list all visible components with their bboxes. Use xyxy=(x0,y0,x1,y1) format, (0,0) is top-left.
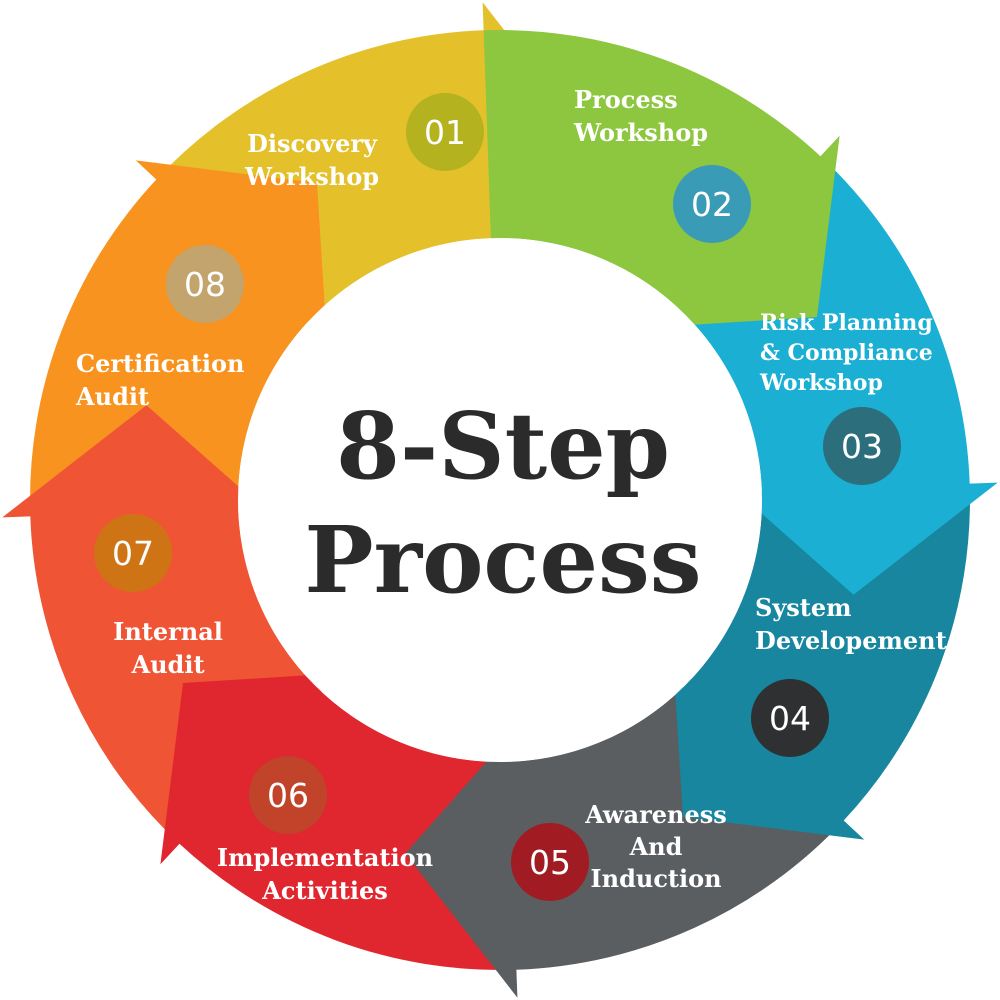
step-04-label-line-2: Developement xyxy=(755,626,947,655)
step-05-number: 05 xyxy=(529,843,571,882)
step-08-number: 08 xyxy=(184,265,226,304)
step-02-label-line-1: Process xyxy=(574,85,678,114)
step-06-badge xyxy=(249,756,327,834)
step-03-arrow xyxy=(673,483,970,840)
step-03-number: 03 xyxy=(841,427,883,466)
step-02-label-line-2: Workshop xyxy=(573,118,708,147)
step-02-number: 02 xyxy=(691,185,733,224)
center-title-line2: Process xyxy=(304,506,701,614)
step-08-label-line-1: Certification xyxy=(76,349,245,378)
step-03-label-line-2: & Compliance xyxy=(760,340,933,366)
step-03-badge xyxy=(823,407,901,485)
step-04-label-line-1: System xyxy=(755,593,852,622)
step-number-badges: 01 02 03 04 05 06 07 08 xyxy=(94,93,901,901)
step-01-label-line-1: Discovery xyxy=(247,129,378,158)
step-08-label-line-2: Audit xyxy=(75,382,149,411)
step-01-badge xyxy=(406,93,484,171)
step-05-arrow xyxy=(160,673,517,970)
step-05-label-line-1: Awareness xyxy=(584,800,727,829)
step-05-badge xyxy=(511,823,589,901)
step-07-badge xyxy=(94,514,172,592)
step-07-label-line-1: Internal xyxy=(113,617,223,646)
center-circle xyxy=(238,238,762,762)
step-04-badge xyxy=(751,679,829,757)
step-02-badge xyxy=(673,165,751,243)
step-06-label-line-2: Activities xyxy=(261,876,387,905)
step-03-label-line-3: Workshop xyxy=(759,370,883,396)
step-03-label-line-1: Risk Planning xyxy=(760,310,933,336)
step-05-label-line-2: And xyxy=(629,832,683,861)
step-01-number: 01 xyxy=(424,113,466,152)
step-06-number: 06 xyxy=(267,776,309,815)
step-06-label-line-1: Implementation xyxy=(217,843,433,872)
step-01-label-line-2: Workshop xyxy=(244,162,379,191)
step-08-badge xyxy=(166,245,244,323)
step-05-label-line-3: Induction xyxy=(590,864,721,893)
step-04-number: 04 xyxy=(769,699,811,738)
step-07-arrow xyxy=(30,160,327,517)
center-title-line1: 8-Step xyxy=(336,392,670,500)
step-01-arrow xyxy=(483,30,840,327)
step-07-label-line-2: Audit xyxy=(130,650,204,679)
step-07-number: 07 xyxy=(112,534,154,573)
